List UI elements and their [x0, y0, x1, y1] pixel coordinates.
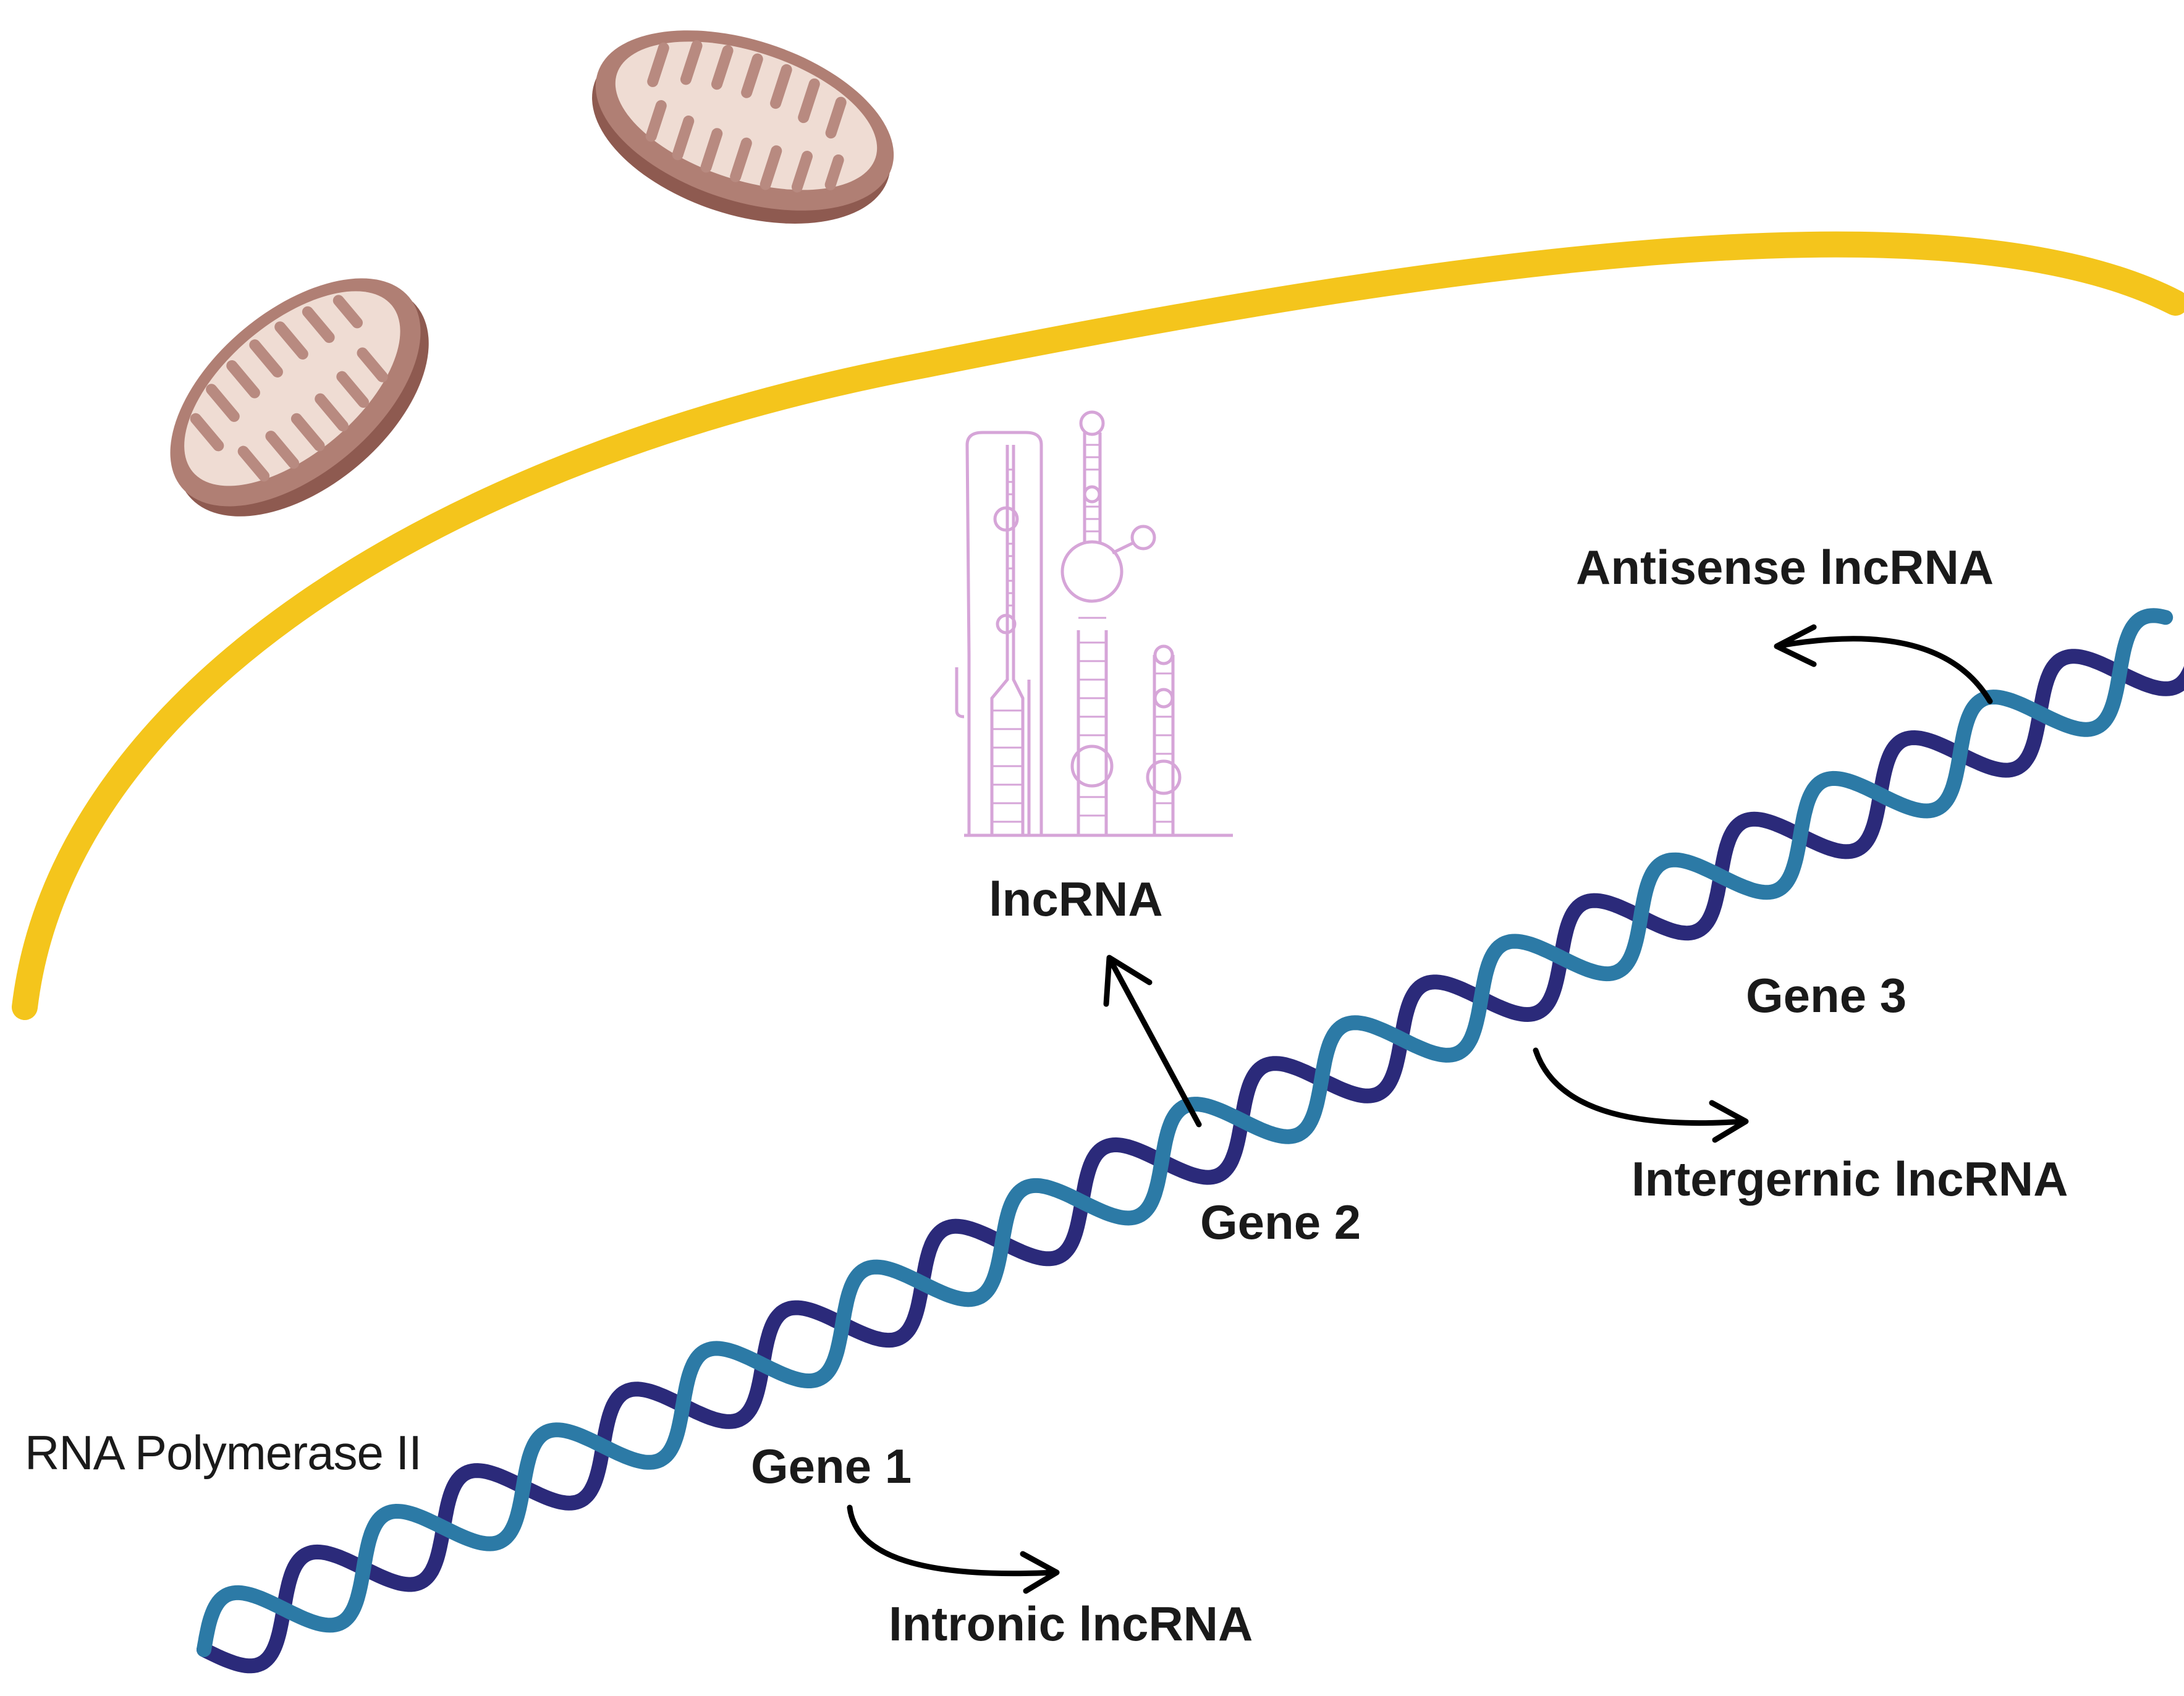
mitochondrion-icon: [170, 278, 429, 517]
label-lncrna: lncRNA: [989, 872, 1163, 926]
label-gene-2: Gene 2: [1200, 1195, 1361, 1249]
lncrna-secondary-structure-icon: [955, 410, 1233, 837]
label-gene-1: Gene 1: [751, 1439, 912, 1493]
dna-strand-dark: [197, 649, 2184, 1674]
label-antisense-lncrna: Antisense lncRNA: [1576, 540, 1994, 594]
arrow-gene2-to-lncrna: [1103, 955, 1202, 1128]
arrow-gene1-to-intronic: [847, 1504, 1060, 1594]
mitochondrion-icon: [592, 30, 894, 224]
arrow-gene3-to-intergenic: [1533, 1047, 1749, 1143]
label-intergenic-lncrna: Intergernic lncRNA: [1632, 1152, 2068, 1206]
label-gene-3: Gene 3: [1746, 968, 1907, 1023]
label-intronic-lncrna: Intronic lncRNA: [889, 1597, 1253, 1651]
arrow-gene3-to-antisense: [1774, 624, 1993, 704]
dna-double-helix-icon: [197, 608, 2184, 1674]
label-rna-polymerase-ii: RNA Polymerase II: [25, 1425, 421, 1480]
dna-strand-light: [197, 608, 2173, 1657]
nuclear-membrane: [12, 231, 2184, 1020]
